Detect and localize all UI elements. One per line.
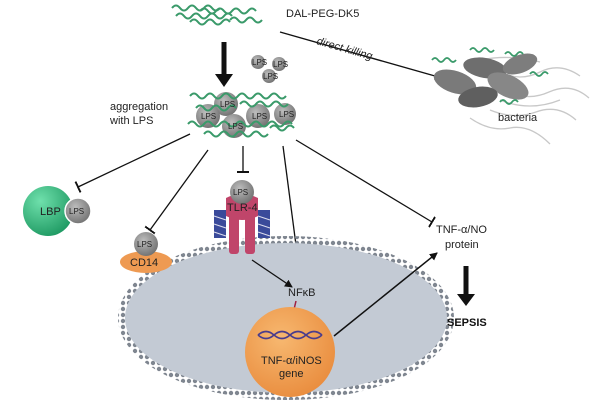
gene-label-line2: gene [279,368,303,380]
inhibit-cd14-line [144,149,209,235]
inhibit-tnf-line [295,139,436,228]
cd14-lps-label: LPS [137,240,152,249]
direct-killing-label: direct killing [315,35,374,63]
free-lps-group: LPS LPS LPS [251,55,288,83]
bacteria-label: bacteria [498,112,538,124]
direct-killing-arrow [279,31,443,80]
cd14-lps-particle-icon [134,232,158,256]
tlr4-label: TLR-4 [227,202,258,214]
aggregation-arrow-head [215,74,233,87]
lps-agg-1: LPS [220,100,235,109]
inhibit-lbp-line [74,133,191,193]
peptide-top-icon [171,4,263,26]
lbp-protein-icon [23,186,73,236]
cd14-protein-icon [120,251,172,273]
lbp-complex [23,186,92,236]
sepsis-label: SEPSIS [447,317,487,329]
gene-label-line1: TNF-α/iNOS [261,355,322,367]
bacteria-cluster-icon [431,47,590,145]
sepsis-arrow-head [457,294,475,306]
nucleus [245,307,335,397]
tlr4-lps-label: LPS [233,188,248,197]
lbp-lps-label: LPS [69,207,84,216]
lps-agg-5: LPS [279,110,294,119]
aggregation-label-line1: aggregation [110,101,168,113]
tlr4-receptor [213,180,271,254]
tnf-no-label-line2: protein [445,239,479,251]
tlr4-to-nfkb-arrow [251,259,293,288]
aggregation-cluster: LPS LPS LPS LPS LPS [187,92,296,138]
cd14-label: CD14 [130,257,158,269]
nucleus-body [245,307,335,397]
lbp-label: LBP [40,206,61,218]
cd14-receptor [120,232,172,273]
lps-free-2: LPS [273,60,288,69]
tnf-no-label-line1: TNF-α/NO [436,224,487,236]
dna-helix-icon [257,330,323,340]
lps-agg-2: LPS [201,112,216,121]
gene-to-protein-arrow [333,252,438,337]
nfkb-label: NFκB [288,287,316,299]
aggregation-label-line2: with LPS [109,115,153,127]
lps-agg-4: LPS [252,112,267,121]
tlr4-lps-particle-icon [230,180,254,204]
lps-free-3: LPS [263,72,278,81]
lps-agg-3: LPS [228,122,243,131]
lbp-lps-particle-icon [64,197,92,225]
lps-free-1: LPS [252,58,267,67]
peptide-label: DAL-PEG-DK5 [286,8,359,20]
